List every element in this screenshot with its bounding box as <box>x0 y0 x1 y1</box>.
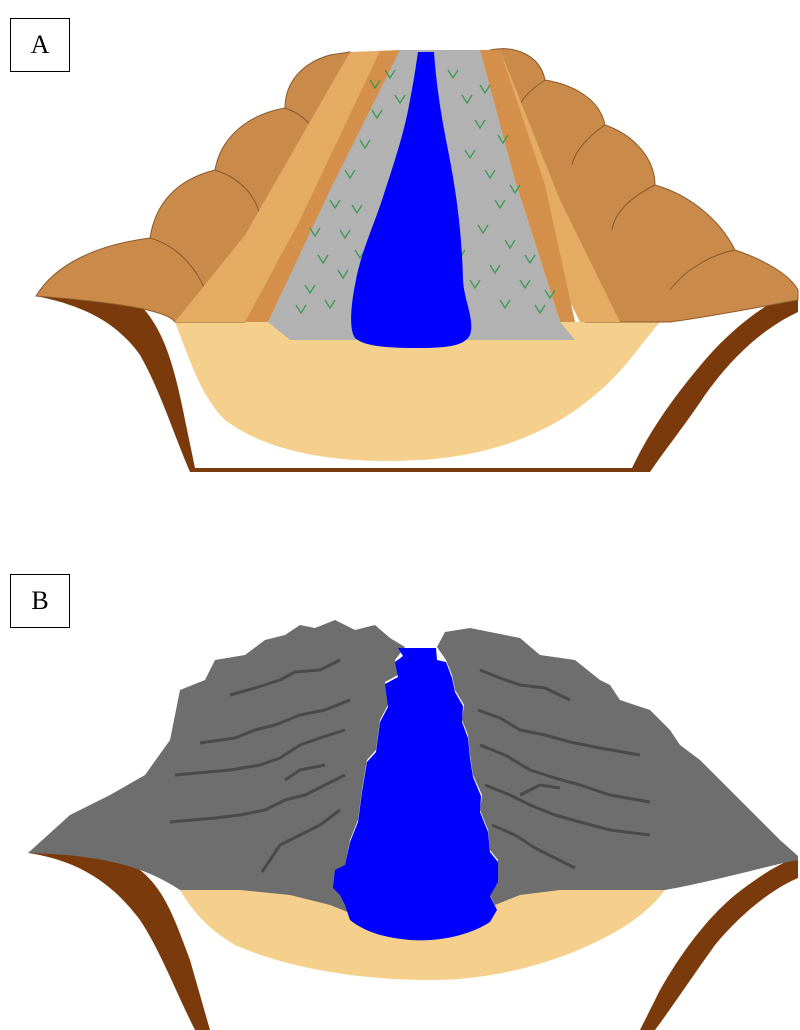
valley-diagram-a <box>0 0 800 500</box>
valley-diagram-b <box>0 560 800 1030</box>
